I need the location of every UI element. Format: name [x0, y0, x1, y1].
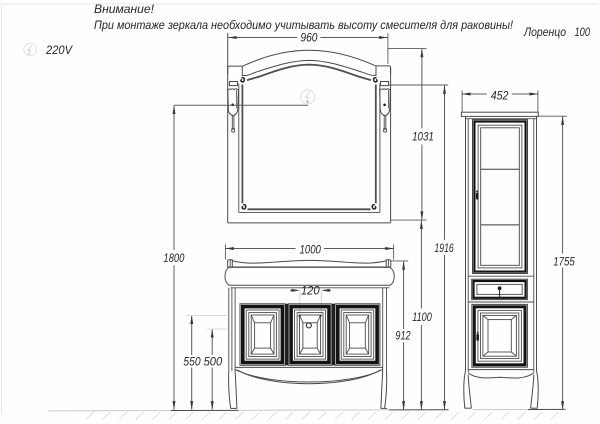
svg-text:550: 550 [183, 355, 200, 369]
svg-text:При монтаже зеркала необходимо: При монтаже зеркала необходимо учитывать… [94, 18, 513, 32]
svg-text:Лоренцо: Лоренцо [523, 25, 566, 39]
svg-text:1800: 1800 [163, 251, 184, 265]
svg-text:Внимание!: Внимание! [94, 2, 155, 16]
svg-text:452: 452 [491, 88, 509, 102]
svg-text:1100: 1100 [412, 310, 432, 324]
svg-text:912: 912 [395, 329, 410, 343]
svg-text:500: 500 [204, 355, 223, 369]
svg-text:1755: 1755 [553, 254, 575, 268]
svg-text:960: 960 [300, 31, 317, 45]
svg-text:1916: 1916 [434, 241, 454, 255]
svg-text:100: 100 [575, 25, 591, 39]
svg-text:1031: 1031 [412, 130, 434, 144]
svg-text:1000: 1000 [300, 242, 322, 256]
svg-text:220V: 220V [45, 44, 73, 57]
svg-text:120: 120 [301, 284, 320, 298]
